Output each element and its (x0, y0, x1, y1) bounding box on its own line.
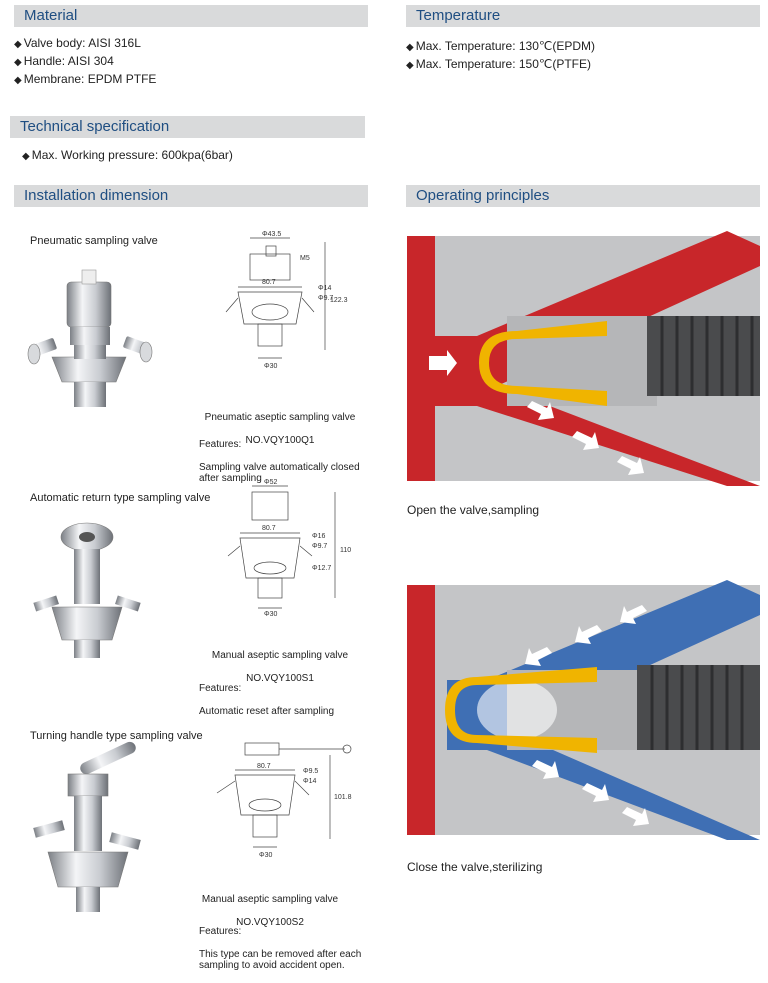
valve-1-model-line1: Pneumatic aseptic sampling valve (204, 411, 356, 423)
valve-2-dim-side2: Φ9.7 (312, 543, 327, 550)
temperature-header: Temperature (406, 5, 760, 27)
technical-header: Technical specification (10, 116, 365, 138)
list-item: ◆Membrane: EPDM PTFE (14, 72, 157, 86)
valve-3-dim-side2: Φ14 (303, 778, 316, 785)
valve-2-dim-side3: Φ12.7 (312, 565, 331, 572)
valve-1-features-label: Features: (199, 438, 242, 450)
valve-3-features: Features: This type can be removed after… (199, 914, 361, 983)
valve-2-dim-side1: Φ16 (312, 533, 325, 540)
operating-title: Operating principles (416, 187, 550, 204)
valve-3-dim-width: 80.7 (257, 763, 271, 770)
valve-2-dim-width: 80.7 (262, 525, 276, 532)
valve-1-features-text: Sampling valve automatically closed afte… (199, 461, 360, 485)
valve-1-dim-top: Φ43.5 (262, 231, 281, 238)
operating-header: Operating principles (406, 185, 760, 207)
valve-3-dim-side1: Φ9.5 (303, 768, 318, 775)
valve-3-dimension-drawing: 80.7 Φ9.5 Φ14 101.8 Φ30 (216, 742, 352, 859)
valve-3-caption: Turning handle type sampling valve (30, 730, 203, 742)
valve-2-features: Features: Automatic reset after sampling (199, 671, 334, 729)
valve-1-model: Pneumatic aseptic sampling valve NO.VQY1… (190, 400, 370, 458)
valve-1-caption: Pneumatic sampling valve (30, 235, 158, 247)
valve-2-photo (33, 522, 141, 658)
temperature-title: Temperature (416, 7, 501, 24)
valve-2-model-line1: Manual aseptic sampling valve (211, 649, 349, 661)
valve-3-model: Manual aseptic sampling valve NO.VQY100S… (170, 882, 370, 940)
valve-1-dim-width: 80.7 (262, 279, 276, 286)
valve-1-features: Features: Sampling valve automatically c… (199, 427, 360, 496)
valve-2-features-text: Automatic reset after sampling (199, 705, 335, 717)
valve-3-photo (33, 741, 141, 912)
valve-3-model-line1: Manual aseptic sampling valve (201, 893, 339, 905)
valve-3-features-text: This type can be removed after each samp… (199, 948, 362, 972)
open-valve-caption: Open the valve,sampling (407, 503, 540, 517)
list-item: ◆Max. Temperature: 130℃(EPDM) (406, 39, 596, 53)
list-item: ◆Max. Temperature: 150℃(PTFE) (406, 57, 592, 71)
valve-1-dim-thread: M5 (300, 255, 310, 262)
valve-2-model-line2: NO.VQY100S1 (246, 672, 314, 684)
list-item: ◆Valve body: AISI 316L (14, 36, 141, 50)
valve-1-dim-bottom: Φ30 (264, 363, 277, 370)
installation-header: Installation dimension (14, 185, 368, 207)
valve-2-dim-top: Φ52 (264, 479, 277, 486)
valve-3-dim-height: 101.8 (334, 794, 352, 801)
close-valve-caption: Close the valve,sterilizing (407, 860, 543, 874)
valve-1-photo (27, 269, 153, 407)
valve-2-dimension-drawing: Φ52 80.7 Φ16 Φ9.7 Φ12.7 110 Φ30 (227, 479, 351, 618)
valve-2-dim-height: 110 (340, 547, 351, 554)
technical-list: ◆Max. Working pressure: 600kpa(6bar) (22, 147, 233, 165)
valve-1-dimension-drawing: Φ43.5 M5 80.7 Φ14 Φ9.7 122.3 Φ30 (225, 231, 348, 370)
temperature-list: ◆Max. Temperature: 130℃(EPDM) ◆Max. Temp… (406, 38, 595, 74)
open-valve-diagram (407, 231, 760, 486)
installation-title: Installation dimension (24, 187, 169, 204)
valve-3-features-label: Features: (199, 925, 242, 937)
technical-title: Technical specification (20, 118, 170, 135)
valve-1-dim-height: 122.3 (330, 297, 348, 304)
close-valve-diagram (407, 580, 760, 840)
valve-2-caption: Automatic return type sampling valve (30, 492, 211, 504)
valve-2-dim-bottom: Φ30 (264, 611, 277, 618)
material-title: Material (24, 7, 78, 24)
material-header: Material (14, 5, 368, 27)
material-list: ◆Valve body: AISI 316L ◆Handle: AISI 304… (14, 35, 156, 89)
valve-1-dim-side1: Φ14 (318, 285, 331, 292)
valve-3-dim-bottom: Φ30 (259, 852, 272, 859)
list-item: ◆Max. Working pressure: 600kpa(6bar) (22, 148, 233, 162)
valve-2-model: Manual aseptic sampling valve NO.VQY100S… (180, 638, 380, 696)
valve-1-model-line2: NO.VQY100Q1 (245, 434, 315, 446)
valve-1-dim-side2: Φ9.7 (318, 295, 333, 302)
valve-2-features-label: Features: (199, 682, 242, 694)
valve-3-model-line2: NO.VQY100S2 (236, 916, 304, 928)
list-item: ◆Handle: AISI 304 (14, 54, 114, 68)
